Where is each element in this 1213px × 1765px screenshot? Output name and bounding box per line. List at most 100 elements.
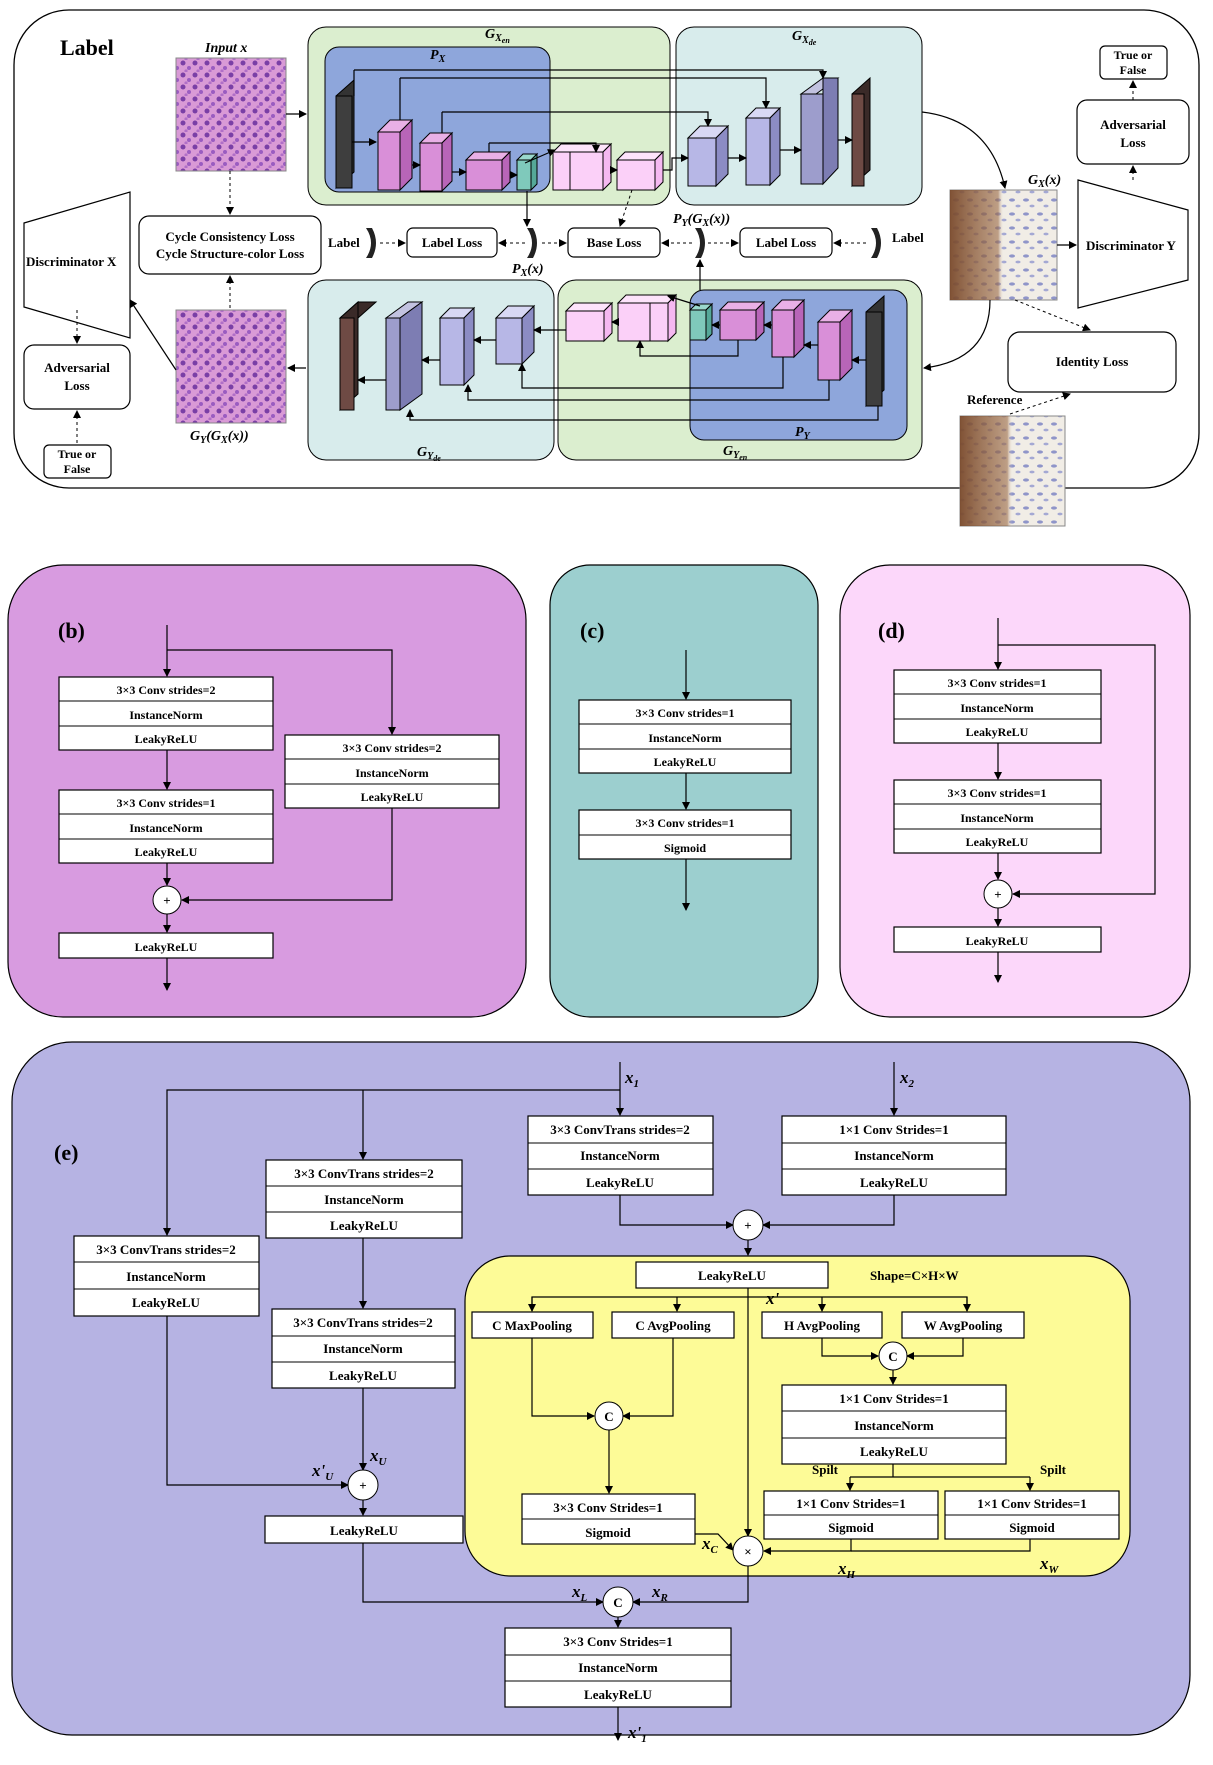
e-cavg-text: C AvgPooling (635, 1318, 711, 1333)
d-block1-conv: 3×3 Conv strides=1 (947, 676, 1046, 690)
gx-prediction-block (516, 159, 532, 191)
true-false-y-box (1099, 45, 1168, 80)
gy-up-block-1 (495, 317, 523, 365)
gy-down-block-3 (719, 309, 757, 341)
e-conv-x2-norm: InstanceNorm (854, 1148, 934, 1163)
b-block1-conv: 3×3 Conv strides=2 (116, 683, 215, 697)
gy-prediction-block (689, 309, 707, 341)
b-skip-norm: InstanceNorm (355, 766, 428, 780)
d-block2-conv: 3×3 Conv strides=1 (947, 786, 1046, 800)
e-c-branch-conv: 3×3 Conv Strides=1 (553, 1500, 662, 1515)
e-w-branch-conv: 1×1 Conv Strides=1 (977, 1496, 1086, 1511)
e-h-branch-conv: 1×1 Conv Strides=1 (796, 1496, 905, 1511)
b-block2-act: LeakyReLU (135, 845, 198, 859)
gx-down-block-3 (465, 159, 503, 191)
e-ct-c-conv: 3×3 ConvTrans strides=2 (96, 1242, 236, 1257)
e-final-conv: 3×3 Conv Strides=1 (563, 1634, 672, 1649)
gx-up-block-2 (745, 117, 771, 186)
c-block1-norm: InstanceNorm (648, 731, 721, 745)
b-out-text: LeakyReLU (135, 940, 198, 954)
gx-skip-connections (352, 69, 853, 179)
e-xprime-text: x' (765, 1289, 780, 1308)
e-final-block: 3×3 Conv Strides=1 InstanceNorm LeakyReL… (504, 1627, 732, 1708)
e-attn-relu-text: LeakyReLU (698, 1268, 767, 1283)
adversarial-loss-y-line1: Adversarial (1100, 117, 1166, 132)
gy-output-block (339, 317, 355, 411)
panel-b-block2: 3×3 Conv strides=1 InstanceNorm LeakyReL… (58, 789, 274, 864)
e-top-add-symbol: + (744, 1218, 751, 1233)
c-block2-conv: 3×3 Conv strides=1 (635, 816, 734, 830)
e-mul-text: × (744, 1544, 751, 1559)
gx-up-block-1 (687, 137, 717, 187)
e-shape-text: Shape=C×H×W (870, 1268, 959, 1283)
e-hw-conv-block: 1×1 Conv Strides=1 InstanceNorm LeakyReL… (781, 1384, 1007, 1465)
label-loss-y-box (739, 227, 833, 258)
gx-down-block-1 (377, 131, 401, 191)
e-wavg-box (901, 1311, 1025, 1339)
adversarial-loss-x-line1: Adversarial (44, 360, 110, 375)
adversarial-loss-x-line2: Loss (64, 378, 89, 393)
e-ct-a-act: LeakyReLU (586, 1175, 655, 1190)
e-ct-c-norm: InstanceNorm (126, 1269, 206, 1284)
e-ct-b-conv: 3×3 ConvTrans strides=2 (294, 1166, 434, 1181)
panel-a: Label GXen GXde PX GYde GYen PY (13, 9, 1200, 527)
panel-c-block1: 3×3 Conv strides=1 InstanceNorm LeakyReL… (578, 699, 792, 774)
identity-loss-text: Identity Loss (1056, 354, 1129, 369)
e-wavg-text: W AvgPooling (924, 1318, 1003, 1333)
e-c-branch-act: Sigmoid (585, 1525, 631, 1540)
panel-d-block1: 3×3 Conv strides=1 InstanceNorm LeakyReL… (893, 669, 1102, 744)
gx-input-conv-block (335, 95, 353, 189)
e-ct-b-norm: InstanceNorm (324, 1192, 404, 1207)
e-ct-a-conv: 3×3 ConvTrans strides=2 (550, 1122, 690, 1137)
input-image (175, 57, 287, 172)
cycle-structure-color-loss: Cycle Structure-color Loss (156, 246, 304, 261)
e-havg-text: H AvgPooling (784, 1318, 860, 1333)
label-y-mask-icon (871, 228, 881, 258)
b-add-symbol: + (163, 893, 170, 908)
e-conv-x2-conv: 1×1 Conv Strides=1 (839, 1122, 948, 1137)
e-ct-c-act: LeakyReLU (132, 1295, 201, 1310)
discriminator-x-label: Discriminator X (26, 254, 117, 269)
e-ct-d-act: LeakyReLU (329, 1368, 398, 1383)
gy-res-block-2 (565, 310, 605, 342)
e-hw-conv-norm: InstanceNorm (854, 1418, 934, 1433)
d-out-box (893, 926, 1102, 953)
panel-b-skip-block: 3×3 Conv strides=2 InstanceNorm LeakyReL… (284, 734, 500, 809)
gy-input-conv-block (865, 311, 883, 407)
d-block2-norm: InstanceNorm (960, 811, 1033, 825)
reference-label: Reference (967, 392, 1023, 407)
e-conv-x2-act: LeakyReLU (860, 1175, 929, 1190)
label-loss-x-text: Label Loss (422, 235, 482, 250)
gy-down-block-1 (817, 321, 841, 381)
c-block1-act: LeakyReLU (654, 755, 717, 769)
base-loss-text: Base Loss (587, 235, 642, 250)
cycle-loss-box (138, 215, 322, 275)
true-false-x-line1: True or (58, 447, 97, 461)
e-h-branch-act: Sigmoid (828, 1520, 874, 1535)
label-y-text: Label (892, 230, 924, 245)
panel-d-label: (d) (878, 618, 905, 643)
py-mask-icon (695, 228, 705, 258)
e-left-relu-text: LeakyReLU (330, 1523, 399, 1538)
adversarial-loss-x-box (23, 344, 131, 410)
d-add-symbol: + (994, 887, 1001, 902)
label-loss-y-text: Label Loss (756, 235, 816, 250)
gx-res-block-1 (552, 151, 604, 191)
panel-e-label: (e) (54, 1140, 78, 1165)
b-block2-conv: 3×3 Conv strides=1 (116, 796, 215, 810)
reconstructed-image (175, 309, 287, 424)
e-ct-a-block: 3×3 ConvTrans strides=2 InstanceNorm Lea… (527, 1115, 714, 1196)
true-false-y-line1: True or (1114, 48, 1153, 62)
panel-b-block1: 3×3 Conv strides=2 InstanceNorm LeakyReL… (58, 676, 274, 751)
e-ct-b-block: 3×3 ConvTrans strides=2 InstanceNorm Lea… (265, 1159, 463, 1239)
gx-x-label: GX(x) (1028, 173, 1061, 190)
e-final-concat-text: C (613, 1595, 622, 1610)
e-spilt-left: Spilt (812, 1462, 839, 1477)
adversarial-loss-y-line2: Loss (1120, 135, 1145, 150)
e-ct-b-act: LeakyReLU (330, 1218, 399, 1233)
e-conv-x2-block: 1×1 Conv Strides=1 InstanceNorm LeakyReL… (781, 1115, 1007, 1196)
discriminator-y-label: Discriminator Y (1086, 238, 1177, 253)
e-c-concat-text: C (604, 1409, 613, 1424)
d-block1-act: LeakyReLU (966, 725, 1029, 739)
panel-a-connectors (73, 80, 1137, 443)
